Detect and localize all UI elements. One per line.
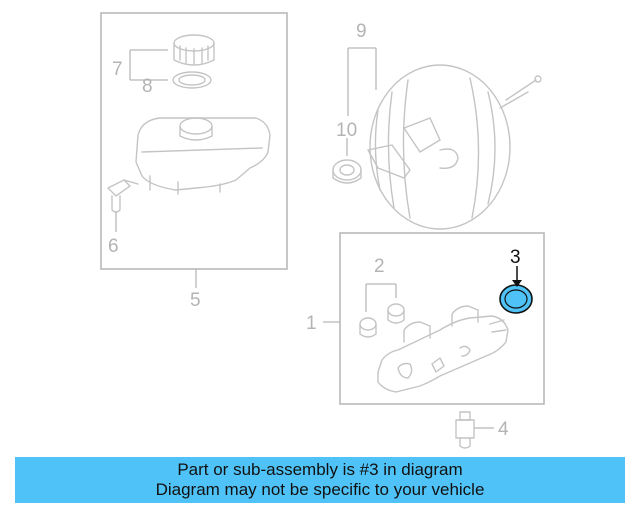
brake-booster-part[interactable] (367, 64, 542, 230)
seal-ring-part-highlighted[interactable] (499, 284, 533, 314)
callout-10: 10 (336, 120, 357, 141)
reservoir-grommet-part[interactable] (359, 303, 405, 338)
callout-4: 4 (498, 419, 509, 440)
callout-3: 3 (510, 247, 521, 268)
callout-7: 7 (112, 59, 123, 80)
level-sensor-part[interactable] (107, 179, 139, 213)
leader-7 (129, 49, 168, 81)
reservoir-cap-part[interactable] (173, 34, 215, 66)
master-cylinder-part[interactable] (377, 305, 509, 393)
pressure-sensor-part[interactable] (455, 411, 475, 449)
banner-line-disclaimer: Diagram may not be specific to your vehi… (155, 480, 485, 499)
callout-1: 1 (306, 313, 317, 334)
cap-seal-part[interactable] (172, 71, 212, 89)
info-banner: Part or sub-assembly is #3 in diagram Di… (15, 457, 625, 503)
reservoir-group-frame (100, 12, 288, 270)
callout-2: 2 (374, 256, 385, 277)
callout-5: 5 (190, 290, 201, 311)
leader-9 (347, 47, 377, 116)
master-cylinder-frame (339, 232, 545, 405)
callout-8: 8 (142, 76, 153, 97)
banner-line-part-number: Part or sub-assembly is #3 in diagram (177, 460, 463, 479)
callout-6: 6 (108, 236, 119, 257)
booster-grommet-part[interactable] (332, 159, 362, 184)
leader-2 (365, 283, 397, 312)
leader-3-arrow (512, 280, 522, 287)
callout-9: 9 (356, 21, 367, 42)
reservoir-tank-part[interactable] (135, 117, 271, 195)
